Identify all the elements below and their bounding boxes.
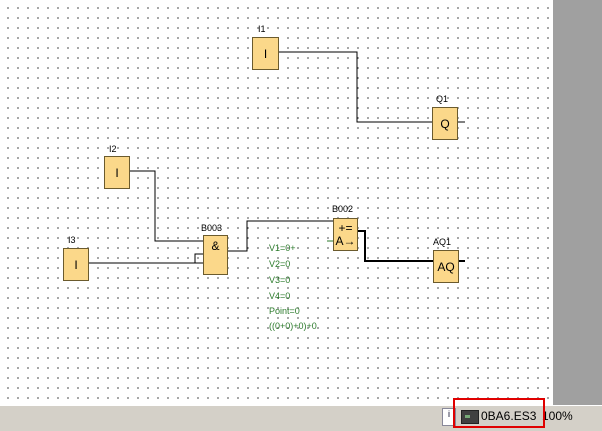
param-point: Point=0 <box>269 306 300 316</box>
block-b003[interactable]: & <box>203 235 228 275</box>
param-v3: V3=0 <box>269 275 291 285</box>
right-panel-area <box>553 0 602 405</box>
block-q1[interactable]: Q <box>432 107 458 140</box>
b002-symbol-top: += <box>338 220 353 235</box>
block-i3[interactable]: I <box>63 248 89 281</box>
block-aq1[interactable]: AQ <box>433 250 459 283</box>
block-label-i3: I3 <box>68 235 76 245</box>
block-label-i2: I2 <box>109 144 117 154</box>
block-b002[interactable]: += A→ <box>333 218 358 251</box>
block-label-b002: B002 <box>332 204 354 214</box>
b002-symbol-bottom: A→ <box>335 233 356 248</box>
block-i2[interactable]: I <box>104 156 130 189</box>
block-label-i1: I1 <box>258 24 266 34</box>
param-v2: V2=0 <box>269 259 291 269</box>
wires <box>88 51 465 264</box>
diagram-canvas[interactable]: I1 I Q1 Q I2 I I3 I B003 & B002 += A→ AQ… <box>0 0 553 405</box>
param-formula: ((0+0)+0)+0 <box>269 321 317 331</box>
param-v1: V1=0+ <box>269 243 296 253</box>
wire-i2-b003 <box>129 170 203 242</box>
wire-i1-q1 <box>278 51 432 123</box>
param-v4: V4=0 <box>269 291 291 301</box>
connection-icon[interactable]: i <box>442 408 456 426</box>
wire-i3-b003 <box>88 253 203 264</box>
block-label-q1: Q1 <box>436 94 449 104</box>
block-label-b003: B003 <box>201 223 223 233</box>
block-label-aq1: AQ1 <box>433 237 452 247</box>
highlight-box <box>453 398 545 428</box>
device-type: 0BA6.ES3 <box>481 409 537 423</box>
zoom-level: 100% <box>542 409 573 423</box>
wire-b002-aq1 <box>357 230 433 262</box>
wire-b003-b002 <box>227 220 333 252</box>
device-icon <box>461 410 479 424</box>
block-i1[interactable]: I <box>252 37 279 70</box>
